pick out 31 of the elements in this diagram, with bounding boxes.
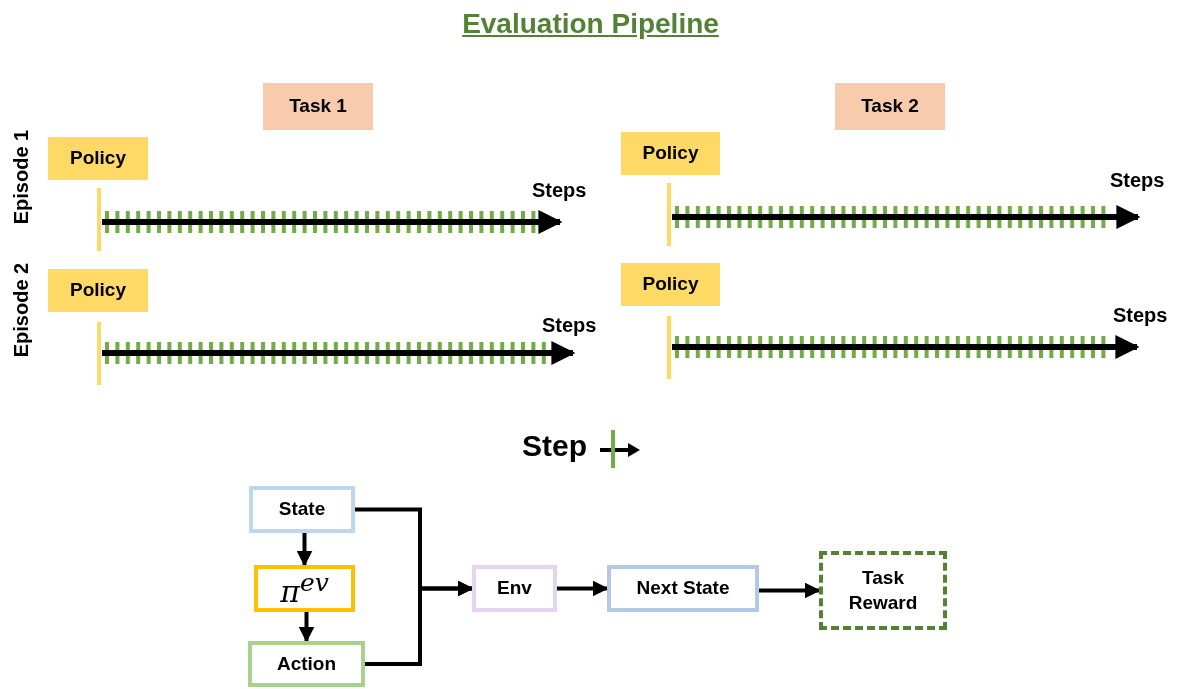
policy-box: Policy [621,132,720,175]
axis-label: Steps [532,178,596,222]
episode-label: Episode 1 [9,128,33,227]
policy-box: Policy [621,263,720,306]
action-box: Action [248,641,365,687]
arrow [365,580,474,666]
arrow [557,580,609,597]
axis-label: Steps [1113,303,1177,347]
policy-box: Policy [48,269,148,312]
reward-box: Task Reward [819,551,947,630]
axis-label: Steps [542,313,606,353]
timeline-arrow [672,205,1141,229]
timeline-arrow [672,335,1140,359]
task-header: Task 2 [835,83,945,130]
next-state-box: Next State [607,565,759,612]
task-header: Task 1 [263,83,373,130]
start-bar [97,188,101,251]
start-bar [667,316,671,379]
policy-box: π$^{ev}$ [254,565,355,612]
env-box: Env [472,565,557,612]
arrow [296,533,313,567]
start-bar [97,322,101,385]
arrow [759,582,821,599]
step-label: Step [522,428,587,464]
start-bar [667,183,671,246]
state-box: State [249,486,355,533]
policy-box: Policy [48,137,148,180]
diagram-title: Evaluation Pipeline [462,8,719,39]
arrow [298,612,315,643]
episode-label: Episode 2 [9,261,33,360]
axis-label: Steps [1110,168,1174,217]
